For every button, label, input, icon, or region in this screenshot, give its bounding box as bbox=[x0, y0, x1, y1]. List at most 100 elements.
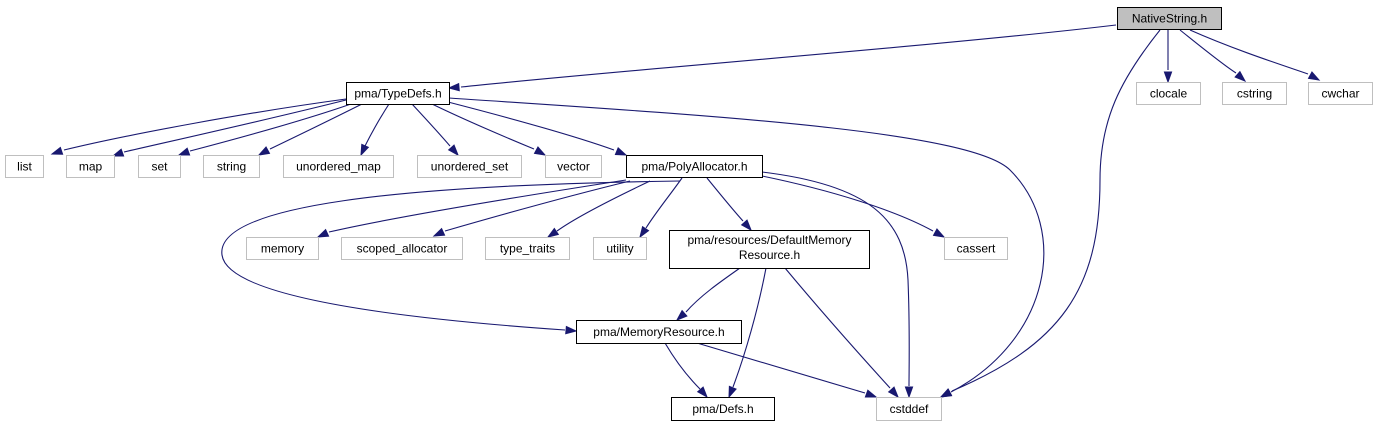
arrowhead-icon bbox=[546, 227, 560, 238]
arrowhead-icon bbox=[1307, 71, 1321, 81]
node-label: unordered_map bbox=[296, 160, 381, 174]
edge-memoryresource-to-cstddef bbox=[696, 342, 878, 398]
node-cwchar: cwchar bbox=[1308, 82, 1373, 105]
edge-typedefs-to-cstddef bbox=[448, 97, 1045, 398]
node-label: scoped_allocator bbox=[357, 242, 448, 256]
node-label: cstring bbox=[1237, 87, 1272, 101]
node-box bbox=[5, 155, 44, 178]
edge-line bbox=[951, 29, 1161, 392]
node-box bbox=[1308, 82, 1373, 105]
arrowhead-icon bbox=[728, 385, 737, 399]
arrowhead-icon bbox=[1163, 71, 1173, 84]
edge-line bbox=[645, 177, 683, 229]
node-label: list bbox=[17, 160, 32, 174]
node-map: map bbox=[66, 155, 115, 178]
edge-line bbox=[328, 179, 627, 233]
arrowhead-icon bbox=[432, 227, 446, 237]
node-label: Resource.h bbox=[739, 248, 800, 262]
arrowhead-icon bbox=[177, 147, 191, 156]
edge-line bbox=[761, 175, 934, 232]
edge-typedefs-to-unordered_map bbox=[360, 103, 390, 157]
edge-line bbox=[448, 97, 1045, 393]
node-box bbox=[1222, 82, 1287, 105]
arrowhead-icon bbox=[939, 388, 953, 398]
edge-polyallocator-to-utility bbox=[639, 177, 683, 239]
node-label: utility bbox=[606, 242, 633, 256]
node-box bbox=[346, 82, 450, 105]
node-label: pma/TypeDefs.h bbox=[354, 87, 441, 101]
node-label: memory bbox=[261, 242, 304, 256]
node-label: set bbox=[151, 160, 168, 174]
node-box bbox=[576, 320, 742, 344]
edge-polyallocator-to-type_traits bbox=[546, 180, 651, 238]
arrowhead-icon bbox=[257, 146, 271, 156]
node-box bbox=[341, 237, 463, 260]
arrowhead-icon bbox=[565, 325, 578, 335]
arrowhead-icon bbox=[639, 225, 650, 239]
node-cassert: cassert bbox=[944, 237, 1008, 260]
node-label: cwchar bbox=[1321, 87, 1359, 101]
edge-line bbox=[732, 267, 767, 388]
node-nativestring[interactable]: NativeString.h bbox=[1117, 7, 1222, 30]
edge-line bbox=[1189, 29, 1309, 75]
edge-typedefs-to-string bbox=[257, 103, 363, 156]
node-box bbox=[203, 155, 260, 178]
edge-line bbox=[364, 103, 390, 147]
node-type_traits: type_traits bbox=[485, 237, 570, 260]
edge-line bbox=[447, 101, 615, 151]
node-label: vector bbox=[557, 160, 590, 174]
edge-defaultmemres-to-memoryresource bbox=[675, 267, 741, 321]
arrowhead-icon bbox=[887, 386, 899, 399]
node-set: set bbox=[138, 155, 181, 178]
edge-polyallocator-to-scoped_allocator bbox=[432, 180, 631, 237]
edge-typedefs-to-map bbox=[111, 99, 347, 157]
arrowhead-icon bbox=[447, 82, 460, 92]
edge-typedefs-to-set bbox=[177, 103, 352, 156]
arrowhead-icon bbox=[533, 146, 547, 156]
edge-nativestring-to-cwchar bbox=[1189, 29, 1321, 81]
edge-polyallocator-to-cstddef bbox=[761, 171, 914, 399]
node-label: NativeString.h bbox=[1132, 12, 1207, 26]
node-label: clocale bbox=[1150, 87, 1188, 101]
node-label: map bbox=[79, 160, 103, 174]
edge-line bbox=[784, 267, 891, 389]
edge-typedefs-to-list bbox=[50, 98, 347, 155]
edge-line bbox=[1179, 29, 1237, 74]
node-box bbox=[246, 237, 319, 260]
edge-defaultmemres-to-cstddef bbox=[784, 267, 899, 399]
node-label: pma/PolyAllocator.h bbox=[641, 160, 747, 174]
edge-nativestring-to-cstddef bbox=[939, 29, 1161, 398]
node-label: unordered_set bbox=[431, 160, 509, 174]
node-label: cstddef bbox=[890, 402, 929, 416]
node-clocale: clocale bbox=[1136, 82, 1201, 105]
node-label: type_traits bbox=[500, 242, 555, 256]
arrowhead-icon bbox=[50, 146, 64, 155]
node-cstring: cstring bbox=[1222, 82, 1287, 105]
node-label: pma/resources/DefaultMemory bbox=[687, 233, 851, 247]
edge-line bbox=[411, 103, 451, 147]
node-defs[interactable]: pma/Defs.h bbox=[671, 397, 775, 421]
node-label: pma/Defs.h bbox=[692, 402, 753, 416]
node-typedefs[interactable]: pma/TypeDefs.h bbox=[346, 82, 450, 105]
arrowhead-icon bbox=[614, 146, 628, 156]
edge-line bbox=[269, 103, 363, 150]
node-memoryresource[interactable]: pma/MemoryResource.h bbox=[576, 320, 742, 344]
node-box bbox=[669, 230, 870, 269]
edge-nativestring-to-typedefs bbox=[447, 24, 1117, 92]
arrowhead-icon bbox=[864, 389, 878, 398]
edge-line bbox=[696, 342, 866, 394]
edge-defaultmemres-to-defs bbox=[728, 267, 767, 399]
edge-typedefs-to-vector bbox=[431, 103, 547, 156]
node-box bbox=[1117, 7, 1222, 30]
arrowhead-icon bbox=[111, 148, 125, 157]
edge-line bbox=[460, 24, 1117, 88]
node-box bbox=[138, 155, 181, 178]
arrowhead-icon bbox=[447, 144, 459, 157]
node-polyallocator[interactable]: pma/PolyAllocator.h bbox=[626, 155, 763, 178]
edge-nativestring-to-cstring bbox=[1179, 29, 1247, 82]
edge-typedefs-to-unordered_set bbox=[411, 103, 459, 157]
arrowhead-icon bbox=[904, 386, 914, 399]
edge-line bbox=[706, 177, 744, 222]
arrowhead-icon bbox=[740, 219, 752, 232]
